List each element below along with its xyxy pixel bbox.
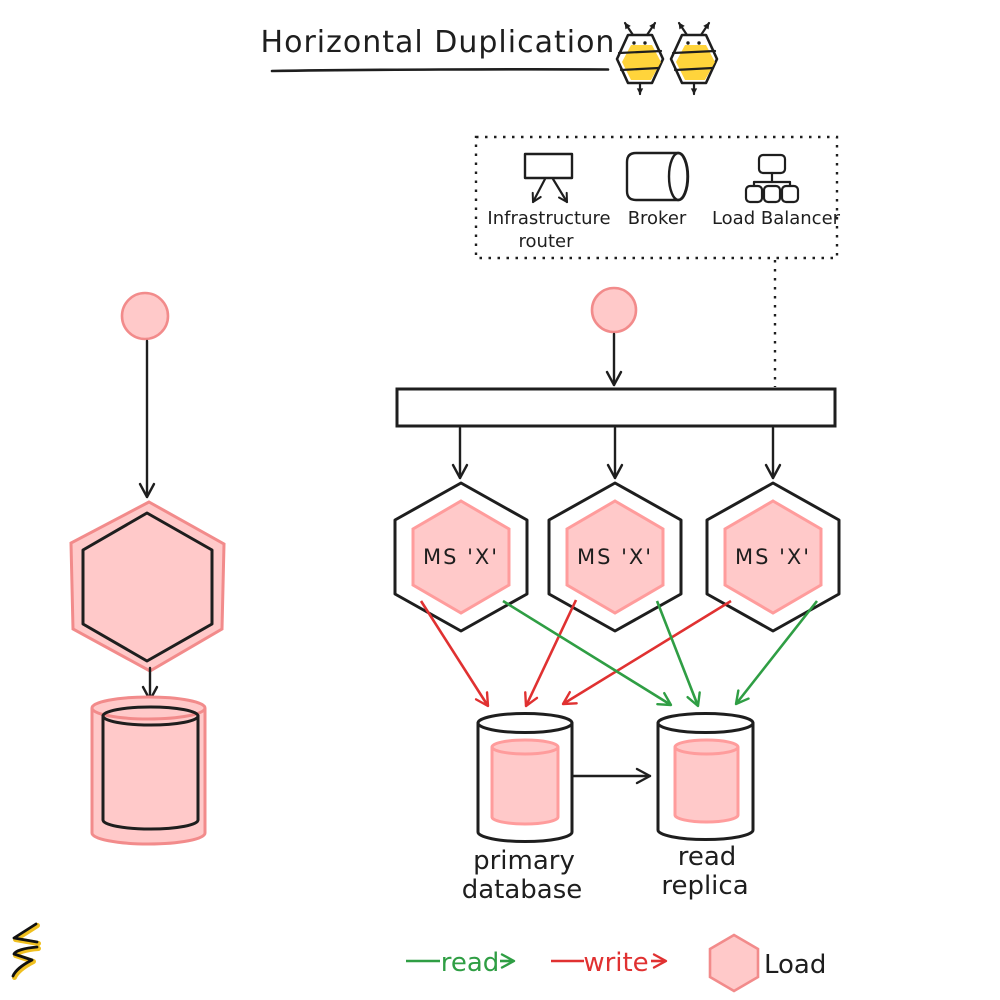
- load-balancer-bar: [395, 387, 837, 428]
- broker-icon: [625, 151, 690, 202]
- duplicated-flow: MS 'X' MS 'X' MS 'X': [393, 286, 841, 905]
- overloaded-database: [90, 695, 207, 846]
- write-key-label: write: [583, 948, 648, 978]
- read-key-label: read: [441, 948, 500, 978]
- page-title: Horizontal Duplication: [261, 25, 616, 60]
- bottom-key: read write Load: [406, 933, 826, 993]
- write-arrow-ms1-primary: [419, 600, 490, 708]
- microservice-label: MS 'X': [577, 545, 653, 569]
- primary-database-label-line1: primary: [473, 846, 575, 876]
- microservice-label: MS 'X': [423, 545, 499, 569]
- read-arrow-ms3-replica: [734, 600, 819, 706]
- legend-border: [474, 135, 839, 260]
- shape-legend-box: Infrastructure router Broker Load Balanc…: [474, 135, 841, 387]
- write-key: write: [551, 948, 668, 978]
- title-underline: [270, 68, 610, 73]
- microservice-hexagon-2: MS 'X': [547, 481, 683, 633]
- bee-icon: [671, 23, 717, 94]
- read-key: read: [406, 948, 516, 978]
- client-node: [590, 286, 638, 334]
- overloaded-service-hexagon: [69, 500, 226, 673]
- artist-signature: [11, 922, 41, 980]
- read-replica-database: [656, 712, 755, 841]
- microservice-hexagon-1: MS 'X': [393, 481, 529, 633]
- microservice-hexagon-3: MS 'X': [705, 481, 841, 633]
- legend-label-broker: Broker: [628, 208, 687, 229]
- primary-database-label-line2: database: [462, 875, 583, 905]
- microservice-label: MS 'X': [735, 545, 811, 569]
- write-arrow-ms3-primary: [561, 599, 732, 706]
- infrastructure-router-icon: [523, 152, 574, 204]
- load-key-label: Load: [764, 950, 826, 980]
- load-hexagon-icon: [708, 933, 760, 993]
- load-balancer-icon: [744, 153, 800, 204]
- read-replica-label-line1: read: [678, 842, 737, 872]
- legend-label-infrastructure-router-line1: Infrastructure: [487, 208, 610, 229]
- bee-logo: [615, 21, 717, 96]
- read-arrow-ms2-replica: [655, 600, 701, 708]
- write-arrow-ms2-primary: [524, 599, 578, 708]
- single-instance-flow: [69, 291, 226, 846]
- read-arrow-ms1-replica: [502, 599, 673, 707]
- load-key: Load: [708, 933, 826, 993]
- read-replica-label-line2: replica: [661, 871, 748, 901]
- legend-label-infrastructure-router-line2: router: [519, 231, 575, 252]
- bee-icon: [615, 21, 665, 96]
- legend-label-load-balancer: Load Balancer: [712, 208, 841, 229]
- client-node: [120, 291, 170, 341]
- primary-database: [476, 712, 574, 843]
